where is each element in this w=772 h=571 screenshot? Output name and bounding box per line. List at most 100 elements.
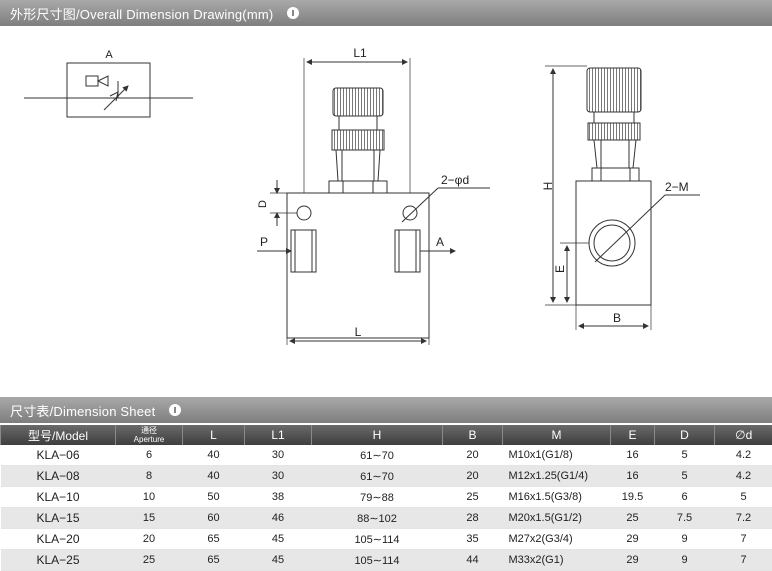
cell-L1: 45 <box>245 550 312 571</box>
label-A: A <box>436 235 444 249</box>
header-aperture: 通径 Aperture <box>116 425 183 445</box>
label-D: D <box>257 200 269 208</box>
header-model: 型号/Model <box>1 425 116 445</box>
cell-B: 44 <box>443 550 503 571</box>
cell-L1: 38 <box>245 487 312 508</box>
cell-L1: 46 <box>245 508 312 529</box>
cell-B: 20 <box>443 466 503 487</box>
cell-B: 28 <box>443 508 503 529</box>
cell-M: M20x1.5(G1/2) <box>503 508 611 529</box>
cell-aperture: 6 <box>116 445 183 466</box>
collapse-toggle-icon[interactable] <box>287 7 299 19</box>
cell-model: KLA−25 <box>1 550 116 571</box>
cell-M: M12x1.25(G1/4) <box>503 466 611 487</box>
cell-H: 105∼114 <box>312 529 443 550</box>
cell-B: 20 <box>443 445 503 466</box>
cell-H: 88∼102 <box>312 508 443 529</box>
header-M: M <box>503 425 611 445</box>
header-d: ∅d <box>715 425 772 445</box>
label-2-phi-d: 2−φd <box>441 173 469 187</box>
symbol-label: A <box>105 49 113 61</box>
cell-D: 5 <box>655 466 715 487</box>
cell-D: 7.5 <box>655 508 715 529</box>
header-aperture-cn: 通径 <box>116 426 182 435</box>
cell-B: 25 <box>443 487 503 508</box>
cell-E: 16 <box>611 445 655 466</box>
cell-H: 79∼88 <box>312 487 443 508</box>
header-L1: L1 <box>245 425 312 445</box>
cell-d: 5 <box>715 487 772 508</box>
cell-L: 60 <box>183 508 245 529</box>
cell-aperture: 25 <box>116 550 183 571</box>
cell-L: 40 <box>183 466 245 487</box>
cell-E: 29 <box>611 529 655 550</box>
cell-aperture: 20 <box>116 529 183 550</box>
cell-D: 9 <box>655 550 715 571</box>
cell-H: 61∼70 <box>312 445 443 466</box>
front-view: L1 L D 2−φd P A <box>257 46 490 345</box>
cell-aperture: 8 <box>116 466 183 487</box>
cell-model: KLA−06 <box>1 445 116 466</box>
cell-D: 9 <box>655 529 715 550</box>
cell-d: 7 <box>715 550 772 571</box>
header-aperture-en: Aperture <box>116 435 182 444</box>
cell-model: KLA−20 <box>1 529 116 550</box>
cell-aperture: 10 <box>116 487 183 508</box>
label-L1: L1 <box>353 46 367 60</box>
drawing-section-header[interactable]: 外形尺寸图/Overall Dimension Drawing(mm) <box>0 0 772 26</box>
cell-D: 6 <box>655 487 715 508</box>
cell-L1: 30 <box>245 445 312 466</box>
cell-d: 4.2 <box>715 466 772 487</box>
cell-d: 7 <box>715 529 772 550</box>
cell-model: KLA−08 <box>1 466 116 487</box>
dimension-table: 型号/Model 通径 Aperture L L1 H B M E D ∅d K… <box>0 425 772 571</box>
cell-aperture: 15 <box>116 508 183 529</box>
label-L: L <box>355 325 362 339</box>
cell-M: M27x2(G3/4) <box>503 529 611 550</box>
cell-M: M33x2(G1) <box>503 550 611 571</box>
cell-H: 105∼114 <box>312 550 443 571</box>
header-D: D <box>655 425 715 445</box>
collapse-toggle-icon[interactable] <box>169 404 181 416</box>
cell-E: 29 <box>611 550 655 571</box>
label-H: H <box>541 182 555 191</box>
cell-B: 35 <box>443 529 503 550</box>
sheet-section-title: 尺寸表/Dimension Sheet <box>10 401 155 420</box>
drawing-section-title: 外形尺寸图/Overall Dimension Drawing(mm) <box>10 4 273 23</box>
cell-H: 61∼70 <box>312 466 443 487</box>
cell-L1: 45 <box>245 529 312 550</box>
header-H: H <box>312 425 443 445</box>
cell-E: 25 <box>611 508 655 529</box>
cell-L: 65 <box>183 529 245 550</box>
side-view: H E B 2−M <box>541 66 700 330</box>
cell-M: M16x1.5(G3/8) <box>503 487 611 508</box>
label-2-M: 2−M <box>665 180 689 194</box>
cell-L1: 30 <box>245 466 312 487</box>
header-E: E <box>611 425 655 445</box>
cell-d: 4.2 <box>715 445 772 466</box>
dimension-drawing: A L1 L <box>0 26 772 396</box>
cell-d: 7.2 <box>715 508 772 529</box>
cell-L: 65 <box>183 550 245 571</box>
header-L: L <box>183 425 245 445</box>
cell-D: 5 <box>655 445 715 466</box>
header-B: B <box>443 425 503 445</box>
cell-model: KLA−10 <box>1 487 116 508</box>
valve-symbol: A <box>24 49 193 117</box>
label-P: P <box>260 235 268 249</box>
table-header-row: 型号/Model 通径 Aperture L L1 H B M E D ∅d <box>1 425 772 445</box>
sheet-section-header[interactable]: 尺寸表/Dimension Sheet <box>0 397 772 423</box>
label-B: B <box>613 311 621 325</box>
cell-M: M10x1(G1/8) <box>503 445 611 466</box>
label-E: E <box>553 265 567 273</box>
cell-L: 50 <box>183 487 245 508</box>
cell-model: KLA−15 <box>1 508 116 529</box>
cell-L: 40 <box>183 445 245 466</box>
cell-E: 19.5 <box>611 487 655 508</box>
